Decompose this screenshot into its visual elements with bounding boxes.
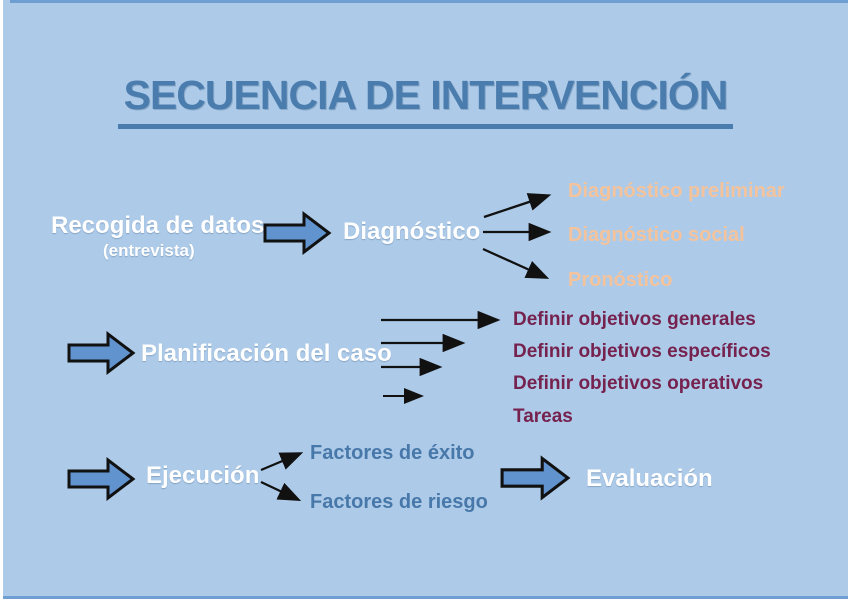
block-arrow-right-icon (67, 456, 136, 502)
bottom-border-line (3, 596, 848, 599)
row1-output-social: Diagnóstico social (568, 224, 745, 246)
split-connector-arrows-icon (260, 452, 304, 501)
row3-output-exito: Factores de éxito (310, 442, 475, 464)
row3-stage-label: Ejecución (146, 462, 260, 489)
row3-output-riesgo: Factores de riesgo (310, 491, 488, 513)
row2-output-operativos: Definir objetivos operativos (513, 373, 764, 394)
title-area: SECUENCIA DE INTERVENCIÓN (3, 72, 848, 129)
fan-connector-arrows-icon (482, 193, 552, 279)
row1-source-sublabel: (entrevista) (103, 241, 195, 260)
list-connector-arrows-icon (381, 310, 501, 404)
row1-source-label: Recogida de datos (51, 212, 265, 239)
row1-output-pronostico: Pronóstico (568, 269, 673, 291)
row2-output-especificos: Definir objetivos específicos (513, 341, 771, 362)
row1-output-preliminar: Diagnóstico preliminar (568, 180, 785, 202)
slide-title: SECUENCIA DE INTERVENCIÓN (117, 72, 734, 129)
row2-stage-label: Planificación del caso (141, 340, 392, 367)
block-arrow-right-icon (500, 455, 571, 501)
top-border-line (10, 0, 848, 3)
slide-background: SECUENCIA DE INTERVENCIÓN Recogida de da… (3, 0, 848, 599)
row2-output-generales: Definir objetivos generales (513, 309, 756, 330)
block-arrow-right-icon (263, 210, 332, 256)
row3-final-stage-label: Evaluación (586, 465, 713, 492)
row2-output-tareas: Tareas (513, 406, 573, 427)
block-arrow-right-icon (67, 330, 136, 376)
row1-stage-label: Diagnóstico (343, 218, 481, 245)
